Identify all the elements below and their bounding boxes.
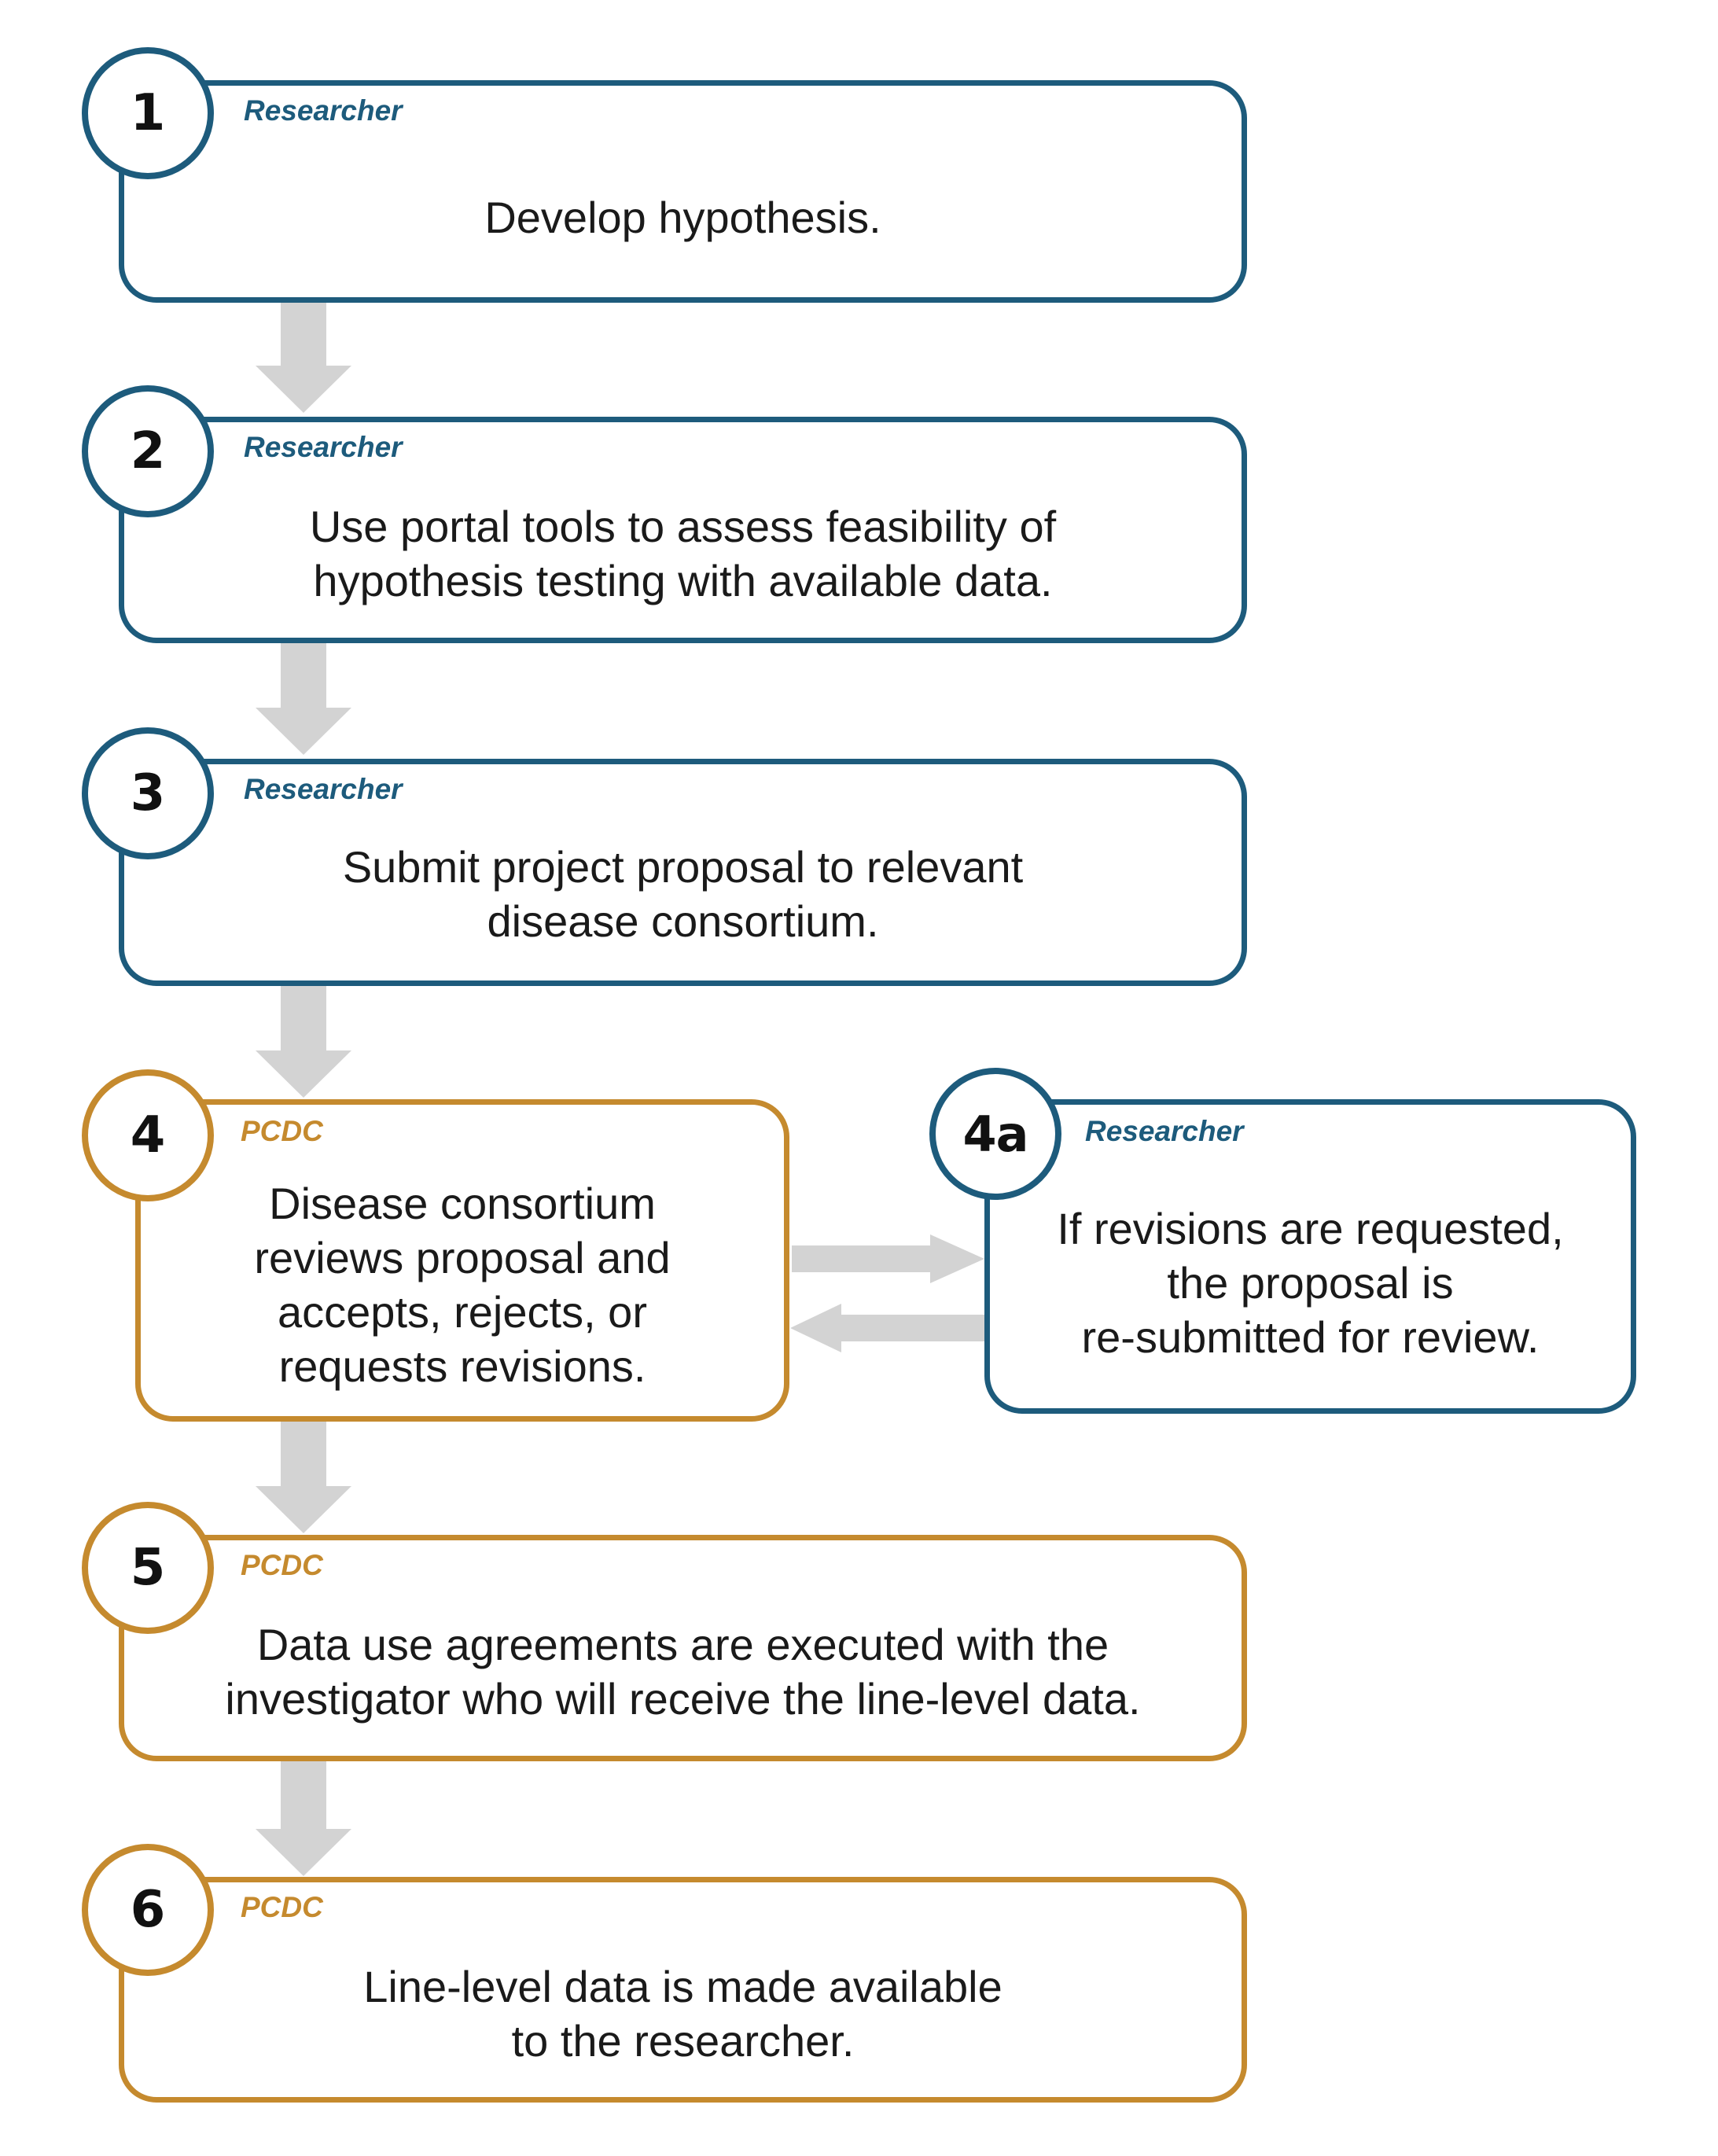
step-4a-description: If revisions are requested, the proposal…: [1057, 1204, 1564, 1362]
step-6-box: [119, 1877, 1247, 2103]
step-5-actor-label: PCDC: [241, 1549, 323, 1581]
step-5-description: Data use agreements are executed with th…: [225, 1620, 1141, 1724]
step-4-number-badge: 4: [82, 1069, 214, 1201]
step-2-number-badge: 2: [82, 385, 214, 517]
step-1-actor-label: Researcher: [244, 94, 403, 127]
step-3-actor-label: Researcher: [244, 773, 403, 805]
arrow-down-3-4: [256, 986, 351, 1098]
arrow-down-1-2: [256, 303, 351, 413]
arrow-left-4a-4: [790, 1304, 989, 1352]
step-1-description: Develop hypothesis.: [484, 193, 881, 242]
step-4a-number-badge: 4a: [929, 1068, 1061, 1200]
step-4a-actor-label: Researcher: [1085, 1115, 1244, 1147]
step-6-description: Line-level data is made available to the…: [363, 1962, 1002, 2066]
step-6-number-badge: 6: [82, 1844, 214, 1976]
step-3-number-badge: 3: [82, 727, 214, 859]
arrow-down-5-6: [256, 1761, 351, 1876]
step-4-box: [135, 1099, 789, 1422]
step-3-box: [119, 759, 1247, 986]
arrow-down-4-5: [256, 1422, 351, 1533]
arrow-right-4-4a: [792, 1234, 984, 1283]
step-2-description: Use portal tools to assess feasibility o…: [309, 502, 1057, 605]
step-6-actor-label: PCDC: [241, 1891, 323, 1923]
step-2-actor-label: Researcher: [244, 431, 403, 463]
step-2-box: [119, 417, 1247, 643]
arrow-down-2-3: [256, 643, 351, 755]
step-4a-box: [984, 1099, 1636, 1414]
step-4-actor-label: PCDC: [241, 1115, 323, 1147]
step-4-description: Disease consortium reviews proposal and …: [254, 1179, 671, 1391]
step-1-number-badge: 1: [82, 47, 214, 179]
step-3-description: Submit project proposal to relevant dise…: [342, 842, 1024, 946]
step-1-box: [119, 80, 1247, 303]
step-5-box: [119, 1535, 1247, 1761]
step-5-number-badge: 5: [82, 1502, 214, 1634]
